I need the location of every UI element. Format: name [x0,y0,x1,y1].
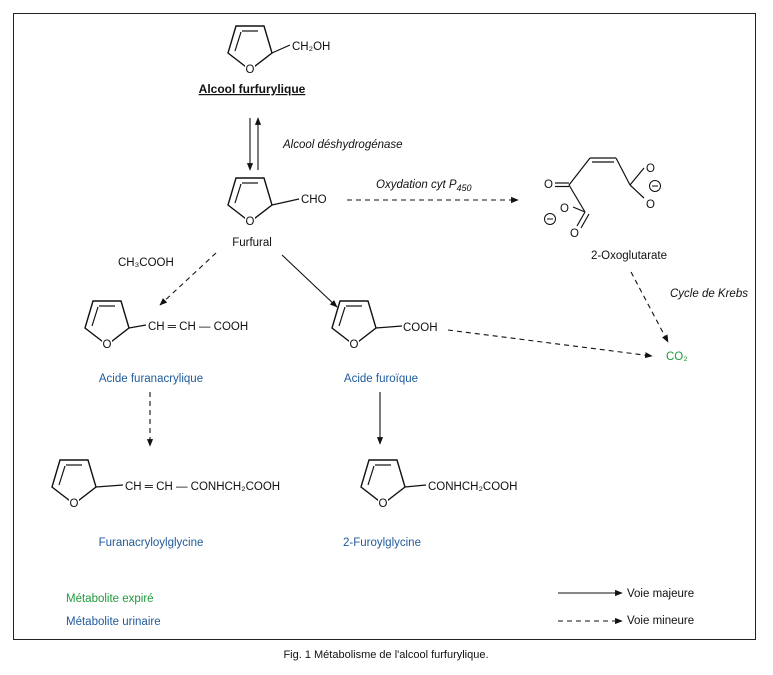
alcohol-name: Alcool furfurylique [199,82,306,96]
figure-frame [13,13,756,640]
svg-text:O: O [560,203,569,215]
legend-major-label: Voie majeure [627,588,694,600]
alcohol-substituent: CH₂OH [292,41,330,53]
furanacrylic-chain: CH ═ CH — COOH [148,321,248,333]
label-krebs: Cycle de Krebs [670,288,748,300]
acetic-acid-label: CH₃COOH [118,257,174,269]
oxoglutarate-name: 2-Oxoglutarate [591,250,667,262]
arrow-furfural-to-furanacrylic [159,252,217,306]
co2-label: CO₂ [666,351,688,363]
furfural-substituent: CHO [301,194,327,206]
legend-minor-label: Voie mineure [627,615,694,627]
furoic-name: Acide furoïque [344,373,418,385]
furan-ring-furanacrylic: O [84,300,130,351]
ring-oxygen-label: O [70,498,79,510]
label-dehydrogenase: Alcool déshydrogénase [282,139,403,151]
ring-oxygen-label: O [350,339,359,351]
furoylglycine-substituent: CONHCH₂COOH [428,481,517,493]
svg-text:O: O [646,163,655,175]
oxoglutarate-structure: O O O O O [544,157,661,240]
ring-oxygen-label: O [103,339,112,351]
furanacrylic-name: Acide furanacrylique [99,373,203,385]
furoic-substituent: COOH [403,322,438,334]
legend-urinary: Métabolite urinaire [66,616,161,628]
furan-ring-alcohol: O [227,25,273,76]
ring-oxygen-label: O [379,498,388,510]
furoylglycine-name: 2-Furoylglycine [343,537,421,549]
ring-oxygen-label: O [246,64,255,76]
arrow-krebs [630,271,669,343]
label-oxidation: Oxydation cyt P450 [376,179,472,193]
arrow-furfural-to-furoic [281,254,338,308]
furan-ring-furanacryloylglycine: O [51,459,97,510]
svg-text:O: O [646,199,655,211]
ring-oxygen-label: O [246,216,255,228]
furan-ring-furoic: O [331,300,377,351]
furfural-name: Furfural [232,237,272,249]
svg-text:O: O [570,228,579,240]
furanacryloylglycine-name: Furanacryloylglycine [99,537,204,549]
furanacryloylglycine-chain: CH ═ CH — CONHCH₂COOH [125,481,280,493]
furan-ring-furoylglycine: O [360,459,406,510]
legend-expired: Métabolite expiré [66,593,154,605]
svg-text:O: O [544,179,553,191]
figure-caption: Fig. 1 Métabolisme de l'alcool furfuryli… [283,649,488,661]
furan-ring-furfural: O [227,177,273,228]
arrow-furoic-to-co2 [447,329,653,359]
